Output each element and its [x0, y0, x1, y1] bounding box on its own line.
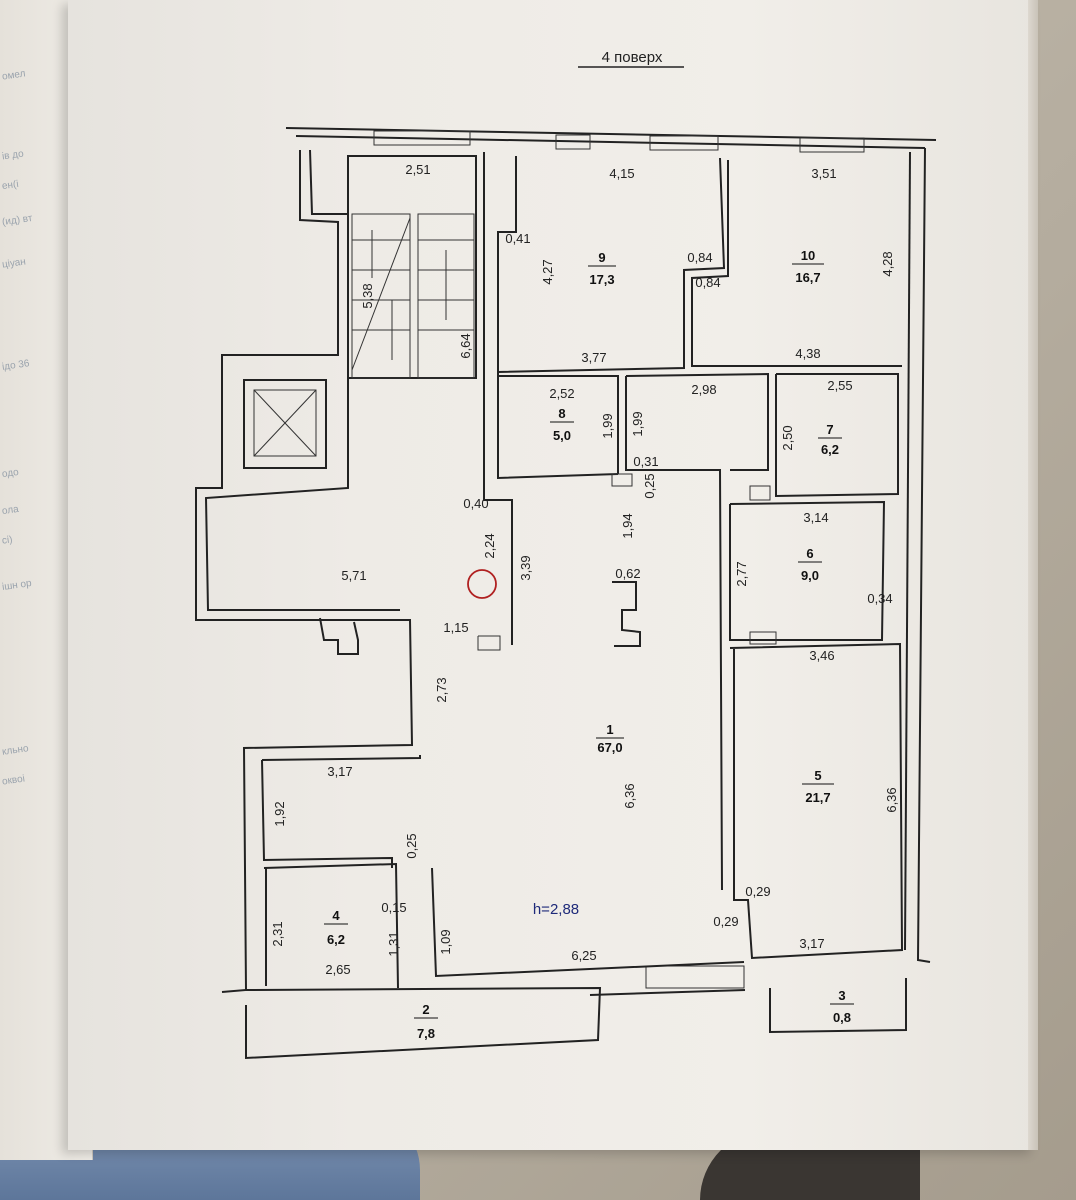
- dimension-label: 0,31: [633, 454, 658, 469]
- room-number: 5: [814, 768, 821, 783]
- room-area: 9,0: [801, 568, 819, 583]
- dimension-labels: 2,51 4,15 3,51 0,41 4,27 0,84 0,84 4,28 …: [270, 162, 899, 977]
- dimension-label: 4,38: [795, 346, 820, 361]
- dimension-label: 1,99: [600, 413, 615, 438]
- dimension-label: 6,36: [622, 783, 637, 808]
- room-area: 6,2: [327, 932, 345, 947]
- dimension-label: 1,31: [386, 931, 401, 956]
- dimension-label: 2,65: [325, 962, 350, 977]
- room-area: 5,0: [553, 428, 571, 443]
- dimension-label: 0,40: [463, 496, 488, 511]
- ceiling-height: h=2,88: [533, 901, 579, 918]
- dimension-label: 1,99: [630, 411, 645, 436]
- dimension-label: 3,51: [811, 166, 836, 181]
- dimension-label: 1,09: [438, 929, 453, 954]
- dimension-label: 2,24: [482, 533, 497, 558]
- dimension-label: 1,15: [443, 620, 468, 635]
- document-page: [68, 0, 1036, 1150]
- dimension-label: 3,17: [327, 764, 352, 779]
- room-number: 2: [422, 1002, 429, 1017]
- room-number: 8: [558, 406, 565, 421]
- dimension-label: 2,31: [270, 921, 285, 946]
- room-number: 1: [606, 722, 613, 737]
- dimension-label: 0,15: [381, 900, 406, 915]
- dimension-label: 3,17: [799, 936, 824, 951]
- dimension-label: 2,77: [734, 561, 749, 586]
- plan-title: 4 поверх: [602, 49, 663, 66]
- windows: [373, 130, 865, 989]
- room-area: 21,7: [805, 790, 830, 805]
- dimension-label: 2,50: [780, 425, 795, 450]
- dimension-label: 1,94: [620, 513, 635, 538]
- room-number: 6: [806, 546, 813, 561]
- dimension-label: 0,41: [505, 231, 530, 246]
- room-number: 10: [801, 248, 815, 263]
- room-area: 6,2: [821, 442, 839, 457]
- dimension-label: 2,98: [691, 382, 716, 397]
- dimension-label: 5,71: [341, 568, 366, 583]
- stairwell: [347, 155, 477, 379]
- dimension-label: 6,25: [571, 948, 596, 963]
- dimension-label: 3,46: [809, 648, 834, 663]
- dimension-label: 6,36: [884, 787, 899, 812]
- dimension-label: 0,62: [615, 566, 640, 581]
- dimension-label: 3,14: [803, 510, 828, 525]
- dimension-label: 0,84: [687, 250, 712, 265]
- room-labels: 1 67,0 2 7,8 3 0,8 4 6,2 5 21,7 6 9,0 7 …: [324, 248, 854, 1041]
- dimension-label: 3,77: [581, 350, 606, 365]
- marker-circle: [467, 569, 497, 599]
- dimension-label: 0,25: [404, 833, 419, 858]
- dimension-label: 0,29: [745, 884, 770, 899]
- dimension-label: 3,39: [518, 555, 533, 580]
- dimension-label: 0,25: [642, 473, 657, 498]
- dimension-label: 0,84: [695, 275, 720, 290]
- room-area: 7,8: [417, 1026, 435, 1041]
- dimension-label: 2,51: [405, 162, 430, 177]
- elevator-shaft: [243, 379, 327, 469]
- room-number: 4: [332, 908, 340, 923]
- dimension-label: 4,15: [609, 166, 634, 181]
- dimension-label: 5,38: [360, 283, 375, 308]
- outer-walls: [195, 127, 937, 1060]
- room-number: 3: [838, 988, 845, 1003]
- room-area: 67,0: [597, 740, 622, 755]
- dimension-label: 2,52: [549, 386, 574, 401]
- interior-walls: [261, 152, 904, 989]
- dimension-label: 2,55: [827, 378, 852, 393]
- dimension-label: 1,92: [272, 801, 287, 826]
- room-area: 16,7: [795, 270, 820, 285]
- dimension-label: 4,28: [880, 251, 895, 276]
- room-number: 9: [598, 250, 605, 265]
- room-number: 7: [826, 422, 833, 437]
- dimension-label: 6,64: [458, 333, 473, 358]
- page-edge: [1028, 0, 1038, 1150]
- room-area: 17,3: [589, 272, 614, 287]
- dimension-label: 0,34: [867, 591, 892, 606]
- dimension-label: 0,29: [713, 914, 738, 929]
- dimension-label: 4,27: [540, 259, 555, 284]
- room-area: 0,8: [833, 1010, 851, 1025]
- dimension-label: 2,73: [434, 677, 449, 702]
